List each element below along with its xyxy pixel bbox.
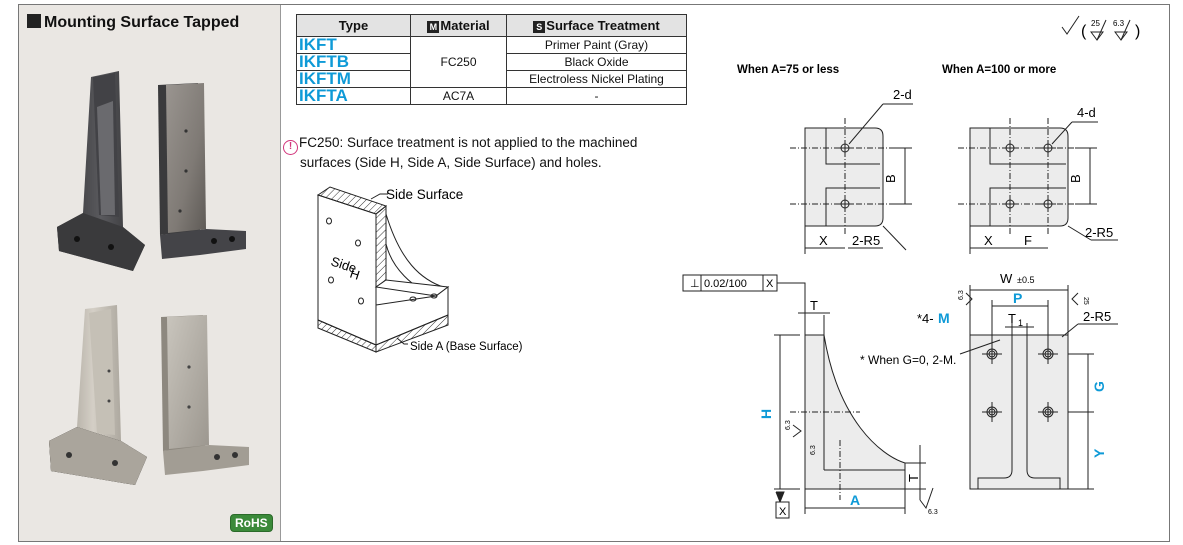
title-square-icon xyxy=(27,14,41,28)
treatment-cell: Electroless Nickel Plating xyxy=(506,70,687,88)
tapped-m: M xyxy=(938,310,950,326)
catalog-frame: Mounting Surface Tapped xyxy=(18,4,1170,542)
type-cell: IKFTA xyxy=(296,87,411,105)
front-dim-h: H xyxy=(758,409,774,419)
panel-title-text: Mounting Surface Tapped xyxy=(44,14,240,31)
right-dim-x: X xyxy=(984,233,993,248)
table-row: IKFTA AC7A - xyxy=(296,87,687,105)
label-side-a: Side A (Base Surface) xyxy=(410,341,523,353)
warning-bulb-icon: ! xyxy=(283,140,298,155)
photo-silver-bracket-rib xyxy=(49,305,147,485)
table-row: IKFT FC250 Primer Paint (Gray) xyxy=(296,36,687,88)
side-w-tolerance: ±0.5 xyxy=(1017,275,1034,285)
photo-dark-bracket-rib xyxy=(57,71,145,271)
left-radius-label: 2-R5 xyxy=(852,233,880,248)
treatment-cell: - xyxy=(506,87,687,105)
photo-dark-bracket-plate xyxy=(158,83,246,259)
right-holes-label: 4-d xyxy=(1077,105,1096,120)
isometric-bracket-drawing xyxy=(316,186,450,353)
left-dim-x: X xyxy=(819,233,828,248)
treatment-letter-icon: S xyxy=(533,21,546,33)
header-treatment-text: Surface Treatment xyxy=(546,18,660,33)
type-cell: IKFTB xyxy=(296,53,411,71)
right-dim-b: B xyxy=(1068,174,1083,183)
front-rough-63-a: 6.3 xyxy=(785,420,792,430)
material-letter-icon: M xyxy=(427,21,440,33)
side-dim-y: Y xyxy=(1091,448,1107,458)
surface-roughness-symbol xyxy=(1061,15,1131,41)
note-line-1-text: FC250: Surface treatment is not applied … xyxy=(299,135,638,150)
treatment-cell: Primer Paint (Gray) xyxy=(506,36,687,54)
tapped-prefix: *4- xyxy=(917,311,934,326)
top-view-right-drawing xyxy=(958,118,1118,254)
side-view-note: * When G=0, 2-M. xyxy=(860,353,956,367)
front-dim-a: A xyxy=(850,492,860,508)
left-holes-label: 2-d xyxy=(893,87,912,102)
front-view-drawing xyxy=(682,274,934,519)
left-dim-b: B xyxy=(883,174,898,183)
right-dim-f: F xyxy=(1024,233,1032,248)
roughness-open-paren: ( xyxy=(1081,23,1087,40)
material-cell: AC7A xyxy=(410,87,507,105)
side-dim-w: W xyxy=(1000,271,1013,286)
panel-title: Mounting Surface Tapped xyxy=(27,14,239,32)
product-photo-panel: Mounting Surface Tapped xyxy=(19,5,281,541)
material-cell-shared: FC250 xyxy=(410,36,507,88)
note-line-1: !FC250: Surface treatment is not applied… xyxy=(283,135,703,155)
table-row: IKFTM Electroless Nickel Plating xyxy=(296,70,687,88)
side-radius-label: 2-R5 xyxy=(1083,309,1111,324)
top-view-left-drawing xyxy=(790,103,913,254)
side-dim-t1: T xyxy=(1008,311,1016,326)
type-cell: IKFTM xyxy=(296,70,411,88)
label-side-h-2: H xyxy=(348,266,362,283)
side-rough-63: 6.3 xyxy=(958,290,965,300)
side-dim-t1-sub: 1 xyxy=(1018,318,1023,328)
note-line-2: surfaces (Side H, Side A, Side Surface) … xyxy=(300,155,602,170)
front-rough-63-c: 6.3 xyxy=(928,509,938,516)
top-view-right-title: When A=100 or more xyxy=(942,64,1056,76)
tolerance-datum: X xyxy=(766,278,774,290)
top-view-left-title: When A=75 or less xyxy=(737,64,839,76)
side-dim-g: G xyxy=(1091,381,1107,392)
side-rough-25: 25 xyxy=(1082,297,1089,305)
perpendicularity-symbol-icon: ⊥ xyxy=(690,278,700,290)
front-dim-t: T xyxy=(810,298,818,313)
front-dim-t-side: T xyxy=(906,474,921,482)
tolerance-value: 0.02/100 xyxy=(704,278,747,290)
label-side-surface: Side Surface xyxy=(386,187,463,202)
surface-treatment-note: !FC250: Surface treatment is not applied… xyxy=(283,135,703,171)
side-view-drawing xyxy=(959,285,1118,490)
roughness-value-63: 6.3 xyxy=(1113,19,1125,28)
front-datum-bottom: X xyxy=(779,506,787,518)
header-material-text: Material xyxy=(440,18,490,33)
front-rough-63-b: 6.3 xyxy=(810,445,817,455)
right-radius-label: 2-R5 xyxy=(1085,225,1113,240)
photo-silver-bracket-plate xyxy=(161,315,249,475)
rohs-badge: RoHS xyxy=(230,514,273,532)
side-dim-p: P xyxy=(1013,290,1022,306)
roughness-close-paren: ) xyxy=(1135,23,1140,40)
roughness-value-25: 25 xyxy=(1091,19,1100,28)
